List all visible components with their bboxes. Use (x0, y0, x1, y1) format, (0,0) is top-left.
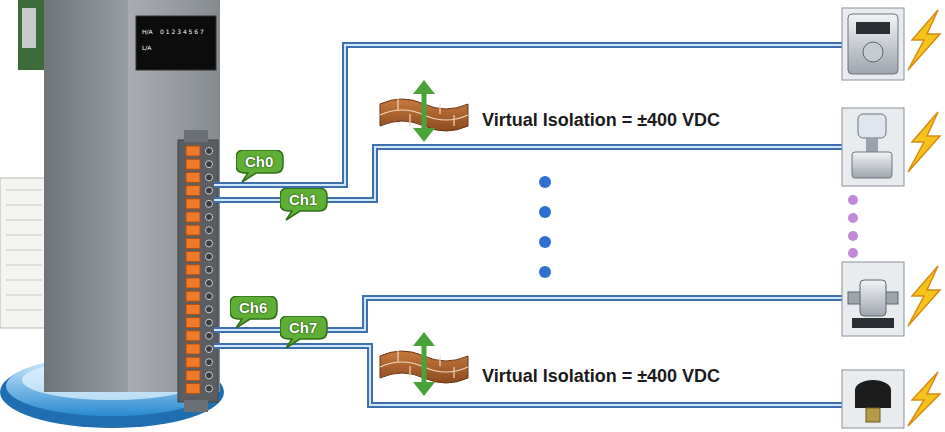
pcb-chip (22, 8, 36, 48)
wire (214, 45, 842, 185)
bubble-outline (280, 316, 327, 348)
led-label: H/A (142, 28, 153, 35)
terminal-pin (186, 159, 200, 169)
terminal-screw (206, 332, 213, 339)
terminal-screw (206, 253, 213, 260)
terminal-latch (184, 130, 208, 142)
terminal-pin (186, 212, 200, 222)
gas-meter-sensor (842, 8, 904, 80)
ellipsis-dots (539, 176, 551, 278)
terminal-pin (186, 304, 200, 314)
terminal-housing (178, 140, 218, 402)
transmitter-sensor (842, 108, 904, 186)
connector-slots (6, 190, 42, 310)
torque-sensor (842, 262, 904, 336)
terminal-screw (206, 293, 213, 300)
terminal-screw (206, 385, 213, 392)
bubble-outline (236, 150, 283, 182)
module-body (44, 0, 220, 392)
terminal-pin (186, 186, 200, 196)
led-label: 0 1 2 3 4 5 6 7 (160, 28, 204, 35)
terminal-screw (206, 346, 213, 353)
terminal-screw (206, 266, 213, 273)
terminal-pin (186, 146, 200, 156)
lightning-bolts (908, 10, 940, 426)
terminal-pin (186, 291, 200, 301)
isolation-arrow (413, 332, 435, 396)
channel-label: Ch1 (280, 188, 326, 211)
terminal-pin (186, 278, 200, 288)
terminal-pin (186, 384, 200, 394)
side-connector (0, 178, 48, 328)
terminal-pin (186, 344, 200, 354)
bubble-outline (280, 188, 327, 220)
terminal-screw (206, 174, 213, 181)
terminal-pin (186, 331, 200, 341)
channel-wires (214, 45, 842, 405)
terminal-screw (206, 200, 213, 207)
terminal-screw (206, 214, 213, 221)
terminal-pins (186, 146, 213, 394)
channel-label: Ch6 (230, 296, 276, 319)
terminal-screw (206, 227, 213, 234)
channel-bubble: Ch1 (280, 188, 327, 220)
terminal-screw (206, 240, 213, 247)
terminal-pin (186, 225, 200, 235)
terminal-pin (186, 265, 200, 275)
wire-core (214, 45, 842, 185)
pressure-sensor (842, 370, 904, 428)
terminal-pin (186, 252, 200, 262)
wire (214, 346, 842, 405)
terminal-screw (206, 187, 213, 194)
terminal-pin (186, 370, 200, 380)
terminal-screw (206, 372, 213, 379)
isolation-label: Virtual Isolation = ±400 VDC (482, 366, 720, 387)
channel-bubble: Ch0 (236, 150, 283, 182)
channel-bubble: Ch6 (230, 296, 277, 328)
terminal-screw (206, 306, 213, 313)
isolation-arrow (413, 80, 435, 142)
terminal-screw (206, 359, 213, 366)
led-panel (136, 16, 216, 70)
terminal-pin (186, 238, 200, 248)
terminal-screw (206, 319, 213, 326)
terminal-screw (206, 280, 213, 287)
terminal-pin (186, 172, 200, 182)
led-label: L/A (142, 44, 151, 51)
isolation-label: Virtual Isolation = ±400 VDC (482, 110, 720, 131)
ellipsis-dots (848, 195, 858, 258)
channel-label: Ch7 (280, 316, 326, 339)
terminal-pin (186, 357, 200, 367)
channel-label: Ch0 (236, 150, 282, 173)
terminal-pin (186, 199, 200, 209)
terminal-latch (184, 400, 208, 412)
terminal-pin (186, 318, 200, 328)
terminal-screw (206, 161, 213, 168)
bubble-outline (230, 296, 277, 328)
channel-bubble: Ch7 (280, 316, 327, 348)
terminal-screw (206, 148, 213, 155)
wire-core (214, 346, 842, 405)
